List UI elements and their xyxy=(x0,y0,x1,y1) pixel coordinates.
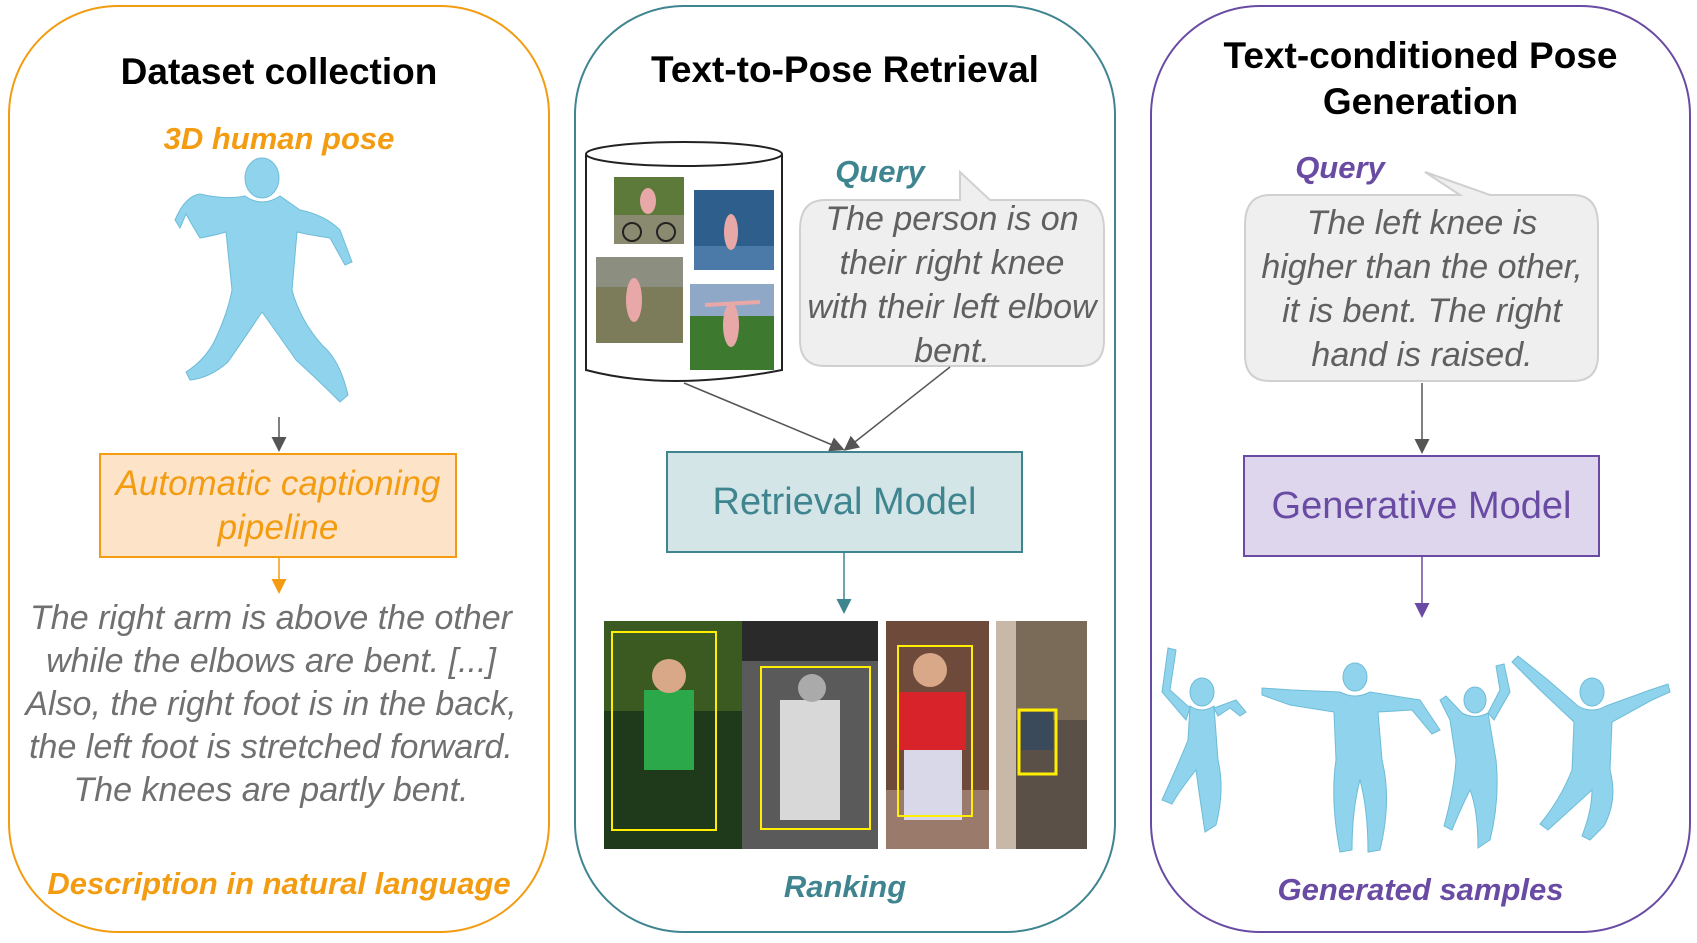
dataset-panel-title: Dataset collection xyxy=(120,51,438,92)
body-mesh-icon xyxy=(174,157,353,403)
retrieval-panel: Text-to-Pose Retrieval xyxy=(574,5,1116,933)
generation-query-text: The left knee is higher than the other, … xyxy=(1261,204,1583,374)
generated-sample-3-icon xyxy=(1439,663,1511,849)
generation-panel: Text-conditioned Pose Generation xyxy=(1150,5,1691,933)
ranking-label: Ranking xyxy=(783,869,907,904)
pose-label: 3D human pose xyxy=(163,121,395,156)
generated-sample-2-icon xyxy=(1261,662,1441,853)
generative-model-box: Generative Model xyxy=(1243,455,1600,557)
dataset-collection-panel: Dataset collection 3D human pose xyxy=(8,5,550,933)
generated-samples-label: Generated samples xyxy=(1277,872,1564,907)
retrieval-panel-title: Text-to-Pose Retrieval xyxy=(651,49,1039,90)
arrow-query-to-model xyxy=(843,366,951,451)
retrieval-query-label: Query xyxy=(835,154,925,189)
pose-description-text: The right arm is above the other while t… xyxy=(25,599,517,809)
captioning-pipeline-box: Automatic captioning pipeline xyxy=(99,453,457,558)
retrieval-query-bubble xyxy=(799,169,1105,367)
description-footer-label: Description in natural language xyxy=(47,866,511,901)
arrow-database-to-model xyxy=(683,382,845,452)
generated-sample-4-icon xyxy=(1511,655,1671,841)
generated-samples-icons xyxy=(1161,647,1671,853)
retrieval-query-text: The person is on their right knee with t… xyxy=(807,200,1097,370)
ranking-images xyxy=(604,621,1087,849)
retrieval-model-box: Retrieval Model xyxy=(666,451,1023,553)
generation-query-bubble xyxy=(1244,171,1599,382)
generated-sample-1-icon xyxy=(1161,647,1247,833)
generation-query-label: Query xyxy=(1295,150,1385,185)
generation-panel-title: Text-conditioned Pose Generation xyxy=(1223,35,1618,122)
